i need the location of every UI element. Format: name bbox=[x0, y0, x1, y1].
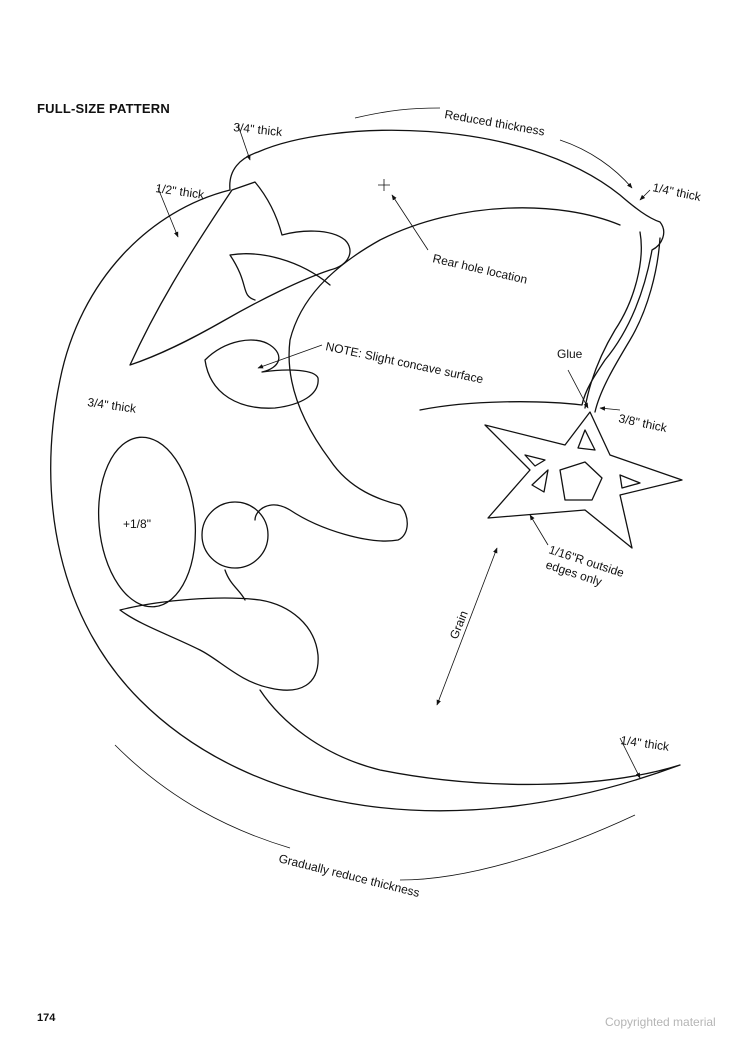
label-quarter-thick-bottom: 1/4" thick bbox=[620, 733, 671, 754]
moon-nose bbox=[201, 501, 269, 569]
moon-face-profile bbox=[229, 207, 621, 542]
label-three-eighths-thick: 3/8" thick bbox=[617, 411, 669, 435]
moon-cap-band bbox=[129, 181, 351, 366]
label-glue: Glue bbox=[557, 347, 583, 361]
copyright-notice: Copyrighted material bbox=[605, 1015, 716, 1029]
label-note: NOTE: Slight concave surface bbox=[324, 339, 484, 386]
moon-lip bbox=[119, 597, 319, 691]
rear-hole-marker bbox=[378, 179, 390, 191]
label-rear-hole: Rear hole location bbox=[431, 251, 528, 286]
star-point-cutout bbox=[524, 429, 641, 493]
label-plus-eighth: +1/8" bbox=[123, 517, 151, 531]
star-outline bbox=[484, 411, 683, 549]
label-three-quarter-thick-left: 3/4" thick bbox=[87, 395, 138, 416]
moon-cheek bbox=[97, 436, 197, 608]
page-number: 174 bbox=[37, 1012, 56, 1024]
star-hanger bbox=[584, 231, 661, 413]
moon-chin-line bbox=[224, 569, 246, 601]
label-gradually-reduce: Gradually reduce thickness bbox=[277, 851, 421, 900]
label-grain: Grain bbox=[447, 609, 471, 641]
label-half-thick: 1/2" thick bbox=[155, 181, 206, 202]
moon-eye bbox=[204, 339, 319, 409]
star-inner-cutout bbox=[559, 461, 603, 501]
moon-outline bbox=[50, 129, 681, 812]
label-quarter-thick-top: 1/4" thick bbox=[651, 180, 703, 204]
label-three-quarter-thick-top: 3/4" thick bbox=[233, 120, 284, 139]
page-title: FULL-SIZE PATTERN bbox=[37, 101, 170, 116]
